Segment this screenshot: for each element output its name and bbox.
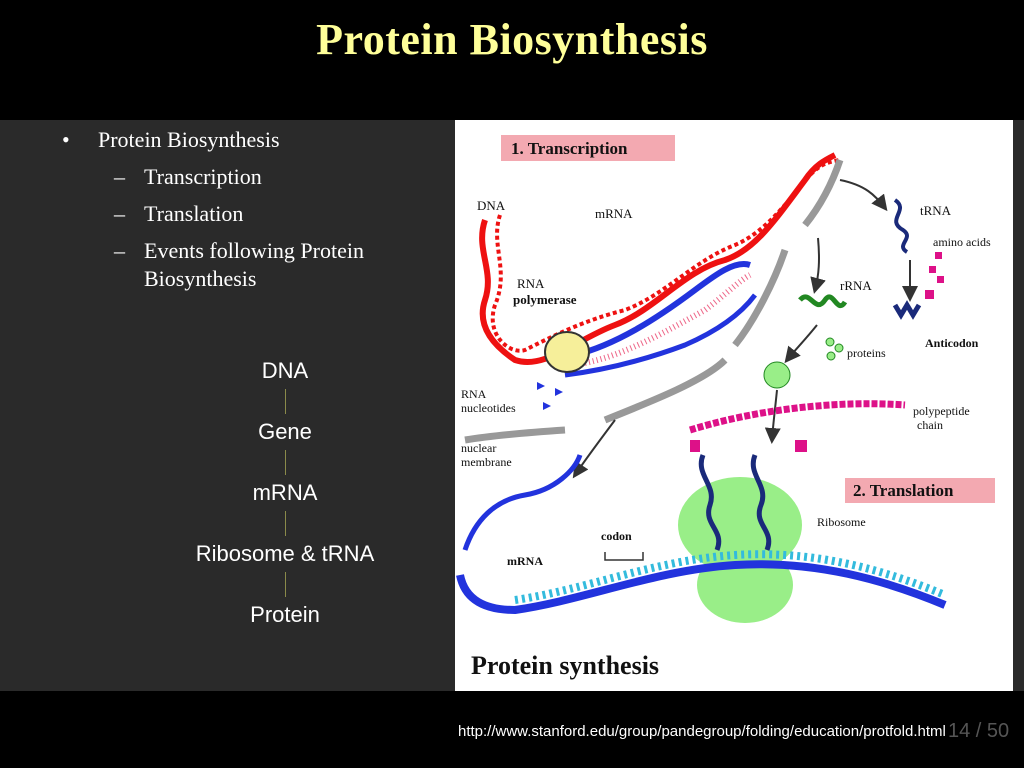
label-polypeptide-chain-2: chain [917,418,943,432]
arrow-icon [764,389,781,444]
rna-nucleotides-icon [537,382,563,410]
label-polypeptide-chain-1: polypeptide [913,404,970,418]
flow-item-dna: DNA [261,358,309,383]
dna-strand-2 [490,158,841,353]
figure-caption: Protein synthesis [471,651,659,680]
sub-bullet-text: Events following Protein Biosynthesis [144,238,364,291]
arrow-icon [839,179,888,212]
mrna-strand [574,261,751,358]
trna-icon [893,198,909,254]
flow-connector [160,508,410,539]
trna-charged-icon [892,300,922,320]
ribosome-subunit-icon [763,361,791,389]
label-nuclear-membrane-2: membrane [461,455,512,469]
label-rna-nucleotides-1: RNA [461,387,487,401]
arrow-icon [572,419,616,479]
label-rna-polymerase-2: polymerase [513,292,577,307]
protein-synthesis-figure: 1. Transcription DNA mRNA RNA polymerase… [455,120,1013,691]
sub-bullet-dash: – [114,201,125,226]
sub-bullet-transcription: – Transcription [58,163,458,191]
label-amino-acids: amino acids [933,235,991,249]
proteins-icon [825,337,844,361]
amino-acids-icon [925,252,944,299]
arrow-icon [810,237,826,294]
figure-illustration: 1. Transcription DNA mRNA RNA polymerase… [456,135,995,680]
base-pairs [584,272,752,366]
title-band [0,0,1024,120]
label-mrna-top: mRNA [595,206,633,221]
label-proteins: proteins [847,346,886,360]
rrna-icon [798,294,848,308]
mrna-bottom-strand [456,560,947,615]
sub-bullet-events: – Events following Protein Biosynthesis [58,237,458,293]
ribosome-trna-icon [690,440,807,551]
label-dna: DNA [477,198,506,213]
stage2-label-box [845,478,995,503]
label-anticodon: Anticodon [925,336,979,350]
label-trna: tRNA [920,203,952,218]
codon-bracket [604,552,644,561]
membrane-segment [802,158,844,228]
flow-item-ribosome-trna: Ribosome & tRNA [195,541,375,566]
slide-title: Protein Biosynthesis [316,15,708,64]
flow-item-protein: Protein [250,602,320,627]
bullet-dot: • [62,127,70,152]
mrna-export-strand [462,454,583,551]
label-rna-nucleotides-2: nucleotides [461,401,516,415]
sub-bullet-dash: – [114,164,125,189]
label-rrna: rRNA [840,278,872,293]
flow-connector [160,386,410,417]
membrane-segment [464,426,566,444]
flow-connector [160,447,410,478]
stage1-label: 1. Transcription [511,139,628,158]
sub-bullet-dash: – [114,238,125,263]
label-mrna-bottom: mRNA [507,554,543,568]
label-rna-polymerase-1: RNA [517,276,545,291]
membrane-segment [603,357,728,424]
label-codon: codon [601,529,632,543]
label-nuclear-membrane-1: nuclear [461,441,496,455]
rna-polymerase [544,331,590,373]
label-ribosome: Ribosome [817,515,866,529]
flow-item-gene: Gene [258,419,312,444]
sub-bullet-text: Transcription [144,164,262,189]
bullet-main-text: Protein Biosynthesis [98,127,280,152]
stage2-label: 2. Translation [853,481,954,500]
arrow-icon [784,324,818,364]
sub-bullet-translation: – Translation [58,200,458,228]
codon-bases [514,550,947,604]
flow-chain: DNA Gene mRNA Ribosome & tRNA Protein [160,356,410,630]
sub-bullet-text: Translation [144,201,244,226]
polypeptide-chain-icon [688,400,906,434]
flow-item-mrna: mRNA [252,480,318,505]
source-link[interactable]: http://www.stanford.edu/group/pandegroup… [458,723,946,740]
bullet-list: • Protein Biosynthesis – Transcription –… [58,124,458,293]
bullet-main: • Protein Biosynthesis [58,126,458,154]
page-number: 14 / 50 [948,720,1010,742]
mrna-strand-lower [564,293,757,378]
membrane-segment [732,248,789,348]
stage1-label-box [501,135,675,161]
flow-connector [160,569,410,600]
